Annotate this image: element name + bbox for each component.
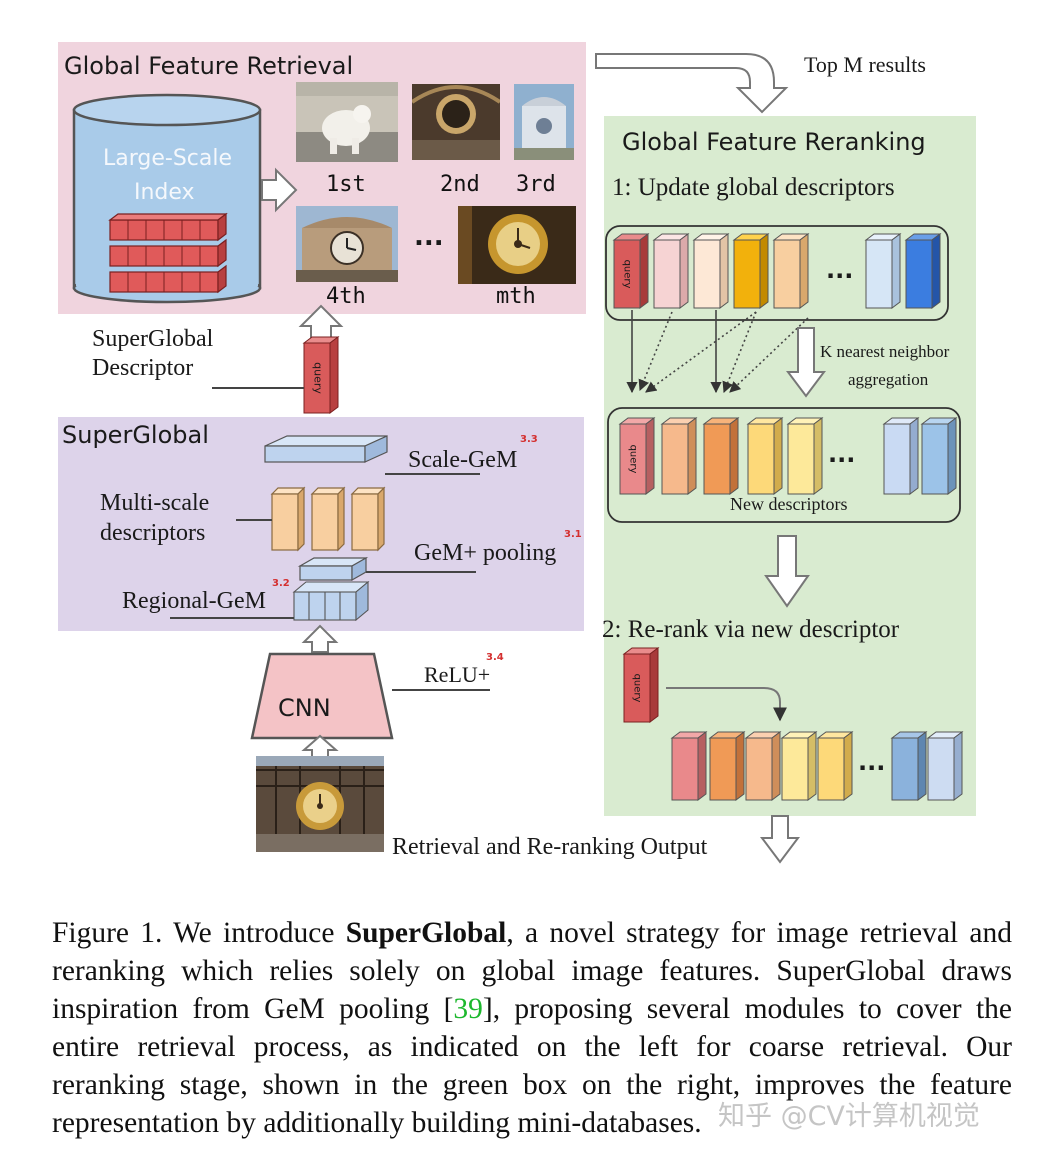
caption-text-2: , a novel strategy for image retrieval a… xyxy=(52,917,1012,1025)
superglobal-panel-title: SuperGlobal xyxy=(62,421,209,449)
index-label-line1: Large-Scale xyxy=(103,146,233,171)
knn-label-line1: K nearest neighbor xyxy=(820,342,950,361)
input-query-image xyxy=(256,756,384,852)
output-down-arrow-icon xyxy=(760,815,800,864)
superglobal-descriptor-label-line1: SuperGlobal xyxy=(92,326,214,352)
output-label: Retrieval and Re-ranking Output xyxy=(392,834,708,860)
diagram-canvas xyxy=(72,53,964,864)
step1-label: 1: Update global descriptors xyxy=(612,174,895,201)
query-to-ranked-arrow xyxy=(666,687,787,722)
scale-gem-label: Scale-GeM xyxy=(408,447,518,473)
cnn-block xyxy=(250,652,394,740)
regional-gem-label: Regional-GeM xyxy=(122,588,266,614)
new-row-ellipsis: ... xyxy=(828,440,856,468)
rank-mth-label: mth xyxy=(496,284,536,309)
relu-label: ReLU+ xyxy=(424,662,491,687)
scale-gem-section-ref: 3.3 xyxy=(520,434,538,445)
step2-query-text: query xyxy=(631,673,643,703)
superglobal-query-descriptor xyxy=(302,336,340,414)
new-descriptor-row-frame xyxy=(607,407,961,523)
new-descriptor-blocks xyxy=(618,417,958,495)
figure-caption: Figure 1. We introduce SuperGlobal, a no… xyxy=(52,914,1012,1142)
result-1st-image xyxy=(296,82,398,162)
descriptor-query-text: query xyxy=(311,362,325,394)
ranked-row-ellipsis: ... xyxy=(858,748,886,776)
top-row-query-text: query xyxy=(621,259,633,289)
superglobal-descriptor-label-line2: Descriptor xyxy=(92,355,194,381)
input-up-arrow-icon xyxy=(301,734,339,759)
cnn-label: CNN xyxy=(278,694,331,722)
caption-bold-superglobal: SuperGlobal xyxy=(345,917,507,949)
results-ellipsis: ... xyxy=(414,222,444,252)
citation-link[interactable]: 39 xyxy=(453,993,483,1025)
caption-text-1: Figure 1. We introduce xyxy=(52,917,346,949)
index-to-results-arrow-icon xyxy=(261,167,298,213)
new-descriptors-label: New descriptors xyxy=(730,494,848,514)
reranking-panel-title: Global Feature Reranking xyxy=(622,128,926,156)
relu-section-ref: 3.4 xyxy=(486,652,504,663)
retrieval-panel-title: Global Feature Retrieval xyxy=(64,52,354,80)
rank-4th-label: 4th xyxy=(326,284,366,309)
result-4th-image xyxy=(296,206,398,282)
index-label-line2: Index xyxy=(134,180,195,205)
gem-plus-slab xyxy=(297,556,369,582)
result-2nd-image xyxy=(412,84,500,160)
aggregation-arrows xyxy=(626,310,809,394)
result-mth-image xyxy=(458,206,576,284)
caption-text-3: ], proposing several modules to cover th… xyxy=(52,993,1012,1139)
rerank-query-descriptor xyxy=(622,647,660,723)
step2-label: 2: Re-rank via new descriptor xyxy=(602,616,900,643)
regional-gem-section-ref: 3.2 xyxy=(272,578,290,589)
rank-1st-label: 1st xyxy=(326,172,366,197)
top-row-ellipsis: ... xyxy=(826,256,854,284)
multi-scale-label-line1: Multi-scale xyxy=(100,490,210,516)
reranked-blocks xyxy=(670,731,964,801)
top-row-blocks xyxy=(612,233,942,309)
top-m-results-arrow-icon xyxy=(595,53,789,114)
cnn-up-arrow-icon xyxy=(301,624,339,653)
index-block-rows xyxy=(108,212,228,294)
step2-down-arrow-icon xyxy=(764,535,810,608)
watermark: 知乎 @CV计算机视觉 xyxy=(718,1101,980,1132)
regional-gem-grid xyxy=(292,580,370,622)
multi-scale-label-line2: descriptors xyxy=(100,520,206,546)
top-m-results-label: Top M results xyxy=(804,52,926,77)
result-3rd-image xyxy=(514,84,574,160)
top-descriptor-row-frame xyxy=(605,225,949,321)
descriptor-up-arrow-icon xyxy=(298,304,344,341)
scale-gem-slab xyxy=(264,435,388,463)
gem-plus-label: GeM+ pooling xyxy=(414,540,557,566)
rank-3rd-label: 3rd xyxy=(516,172,556,197)
knn-down-arrow-icon xyxy=(786,327,826,398)
new-row-query-text: query xyxy=(627,444,639,474)
knn-label-line2: aggregation xyxy=(848,370,929,389)
gem-plus-section-ref: 3.1 xyxy=(564,529,582,540)
multi-scale-descriptor-blocks xyxy=(270,486,386,552)
rank-2nd-label: 2nd xyxy=(440,172,480,197)
